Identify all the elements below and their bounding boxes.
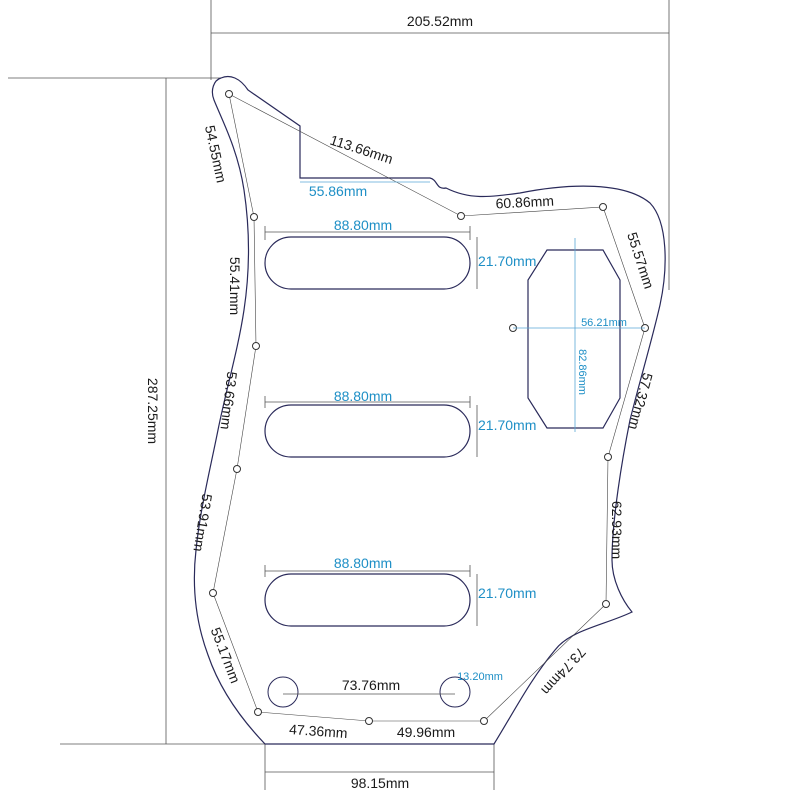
knob-diameter-label: 13.20mm <box>457 671 503 683</box>
screw-hole <box>602 600 610 608</box>
pickup2-width-label: 21.70mm <box>478 417 536 433</box>
pickup1-length-label: 88.80mm <box>334 217 392 233</box>
screw-hole <box>254 708 262 716</box>
pickup3-width-label: 21.70mm <box>478 585 536 601</box>
knob-spacing-label: 73.76mm <box>342 677 400 693</box>
knob-hole-left <box>267 676 299 708</box>
screw-hole <box>480 717 488 725</box>
pickup-slot-1 <box>264 236 471 290</box>
overall-height-label: 287.25mm <box>145 378 161 444</box>
screw-hole <box>252 342 260 350</box>
pickup-slot-3 <box>264 573 471 627</box>
top-edge-label: 113.66mm <box>328 132 395 167</box>
knob-hole-right <box>439 676 471 708</box>
screw-hole <box>233 465 241 473</box>
screw-hole <box>209 589 217 597</box>
upper-right-label: 60.86mm <box>495 192 554 211</box>
right-lower-edge-label: 62.93mm <box>609 501 625 559</box>
screw-line <box>212 93 646 722</box>
left-top-edge-label: 54.55mm <box>202 124 230 184</box>
pickup1-width-label: 21.70mm <box>478 253 536 269</box>
screw-hole <box>250 213 258 221</box>
left-upper-edge-label: 55.41mm <box>227 257 243 315</box>
control-height-label: 82.86mm <box>576 349 588 395</box>
pickup2-length-label: 88.80mm <box>334 388 392 404</box>
neck-pocket-label: 55.86mm <box>309 183 367 199</box>
left-mid-edge-label: 53.66mm <box>217 371 240 431</box>
bottom-left-label: 47.36mm <box>289 721 348 741</box>
pickup3-length-label: 88.80mm <box>334 555 392 571</box>
bottom-width-label: 98.15mm <box>351 775 409 791</box>
screw-hole <box>457 212 465 220</box>
screw-hole <box>225 90 233 98</box>
control-width-label: 56.21mm <box>581 317 627 329</box>
overall-width-label: 205.52mm <box>407 13 473 29</box>
screw-hole <box>604 453 612 461</box>
bottom-right-label: 49.96mm <box>397 724 455 740</box>
pickup-slot-2 <box>264 404 471 458</box>
screw-hole <box>599 203 607 211</box>
screw-hole <box>365 717 373 725</box>
control-plate-cutout <box>527 249 621 429</box>
